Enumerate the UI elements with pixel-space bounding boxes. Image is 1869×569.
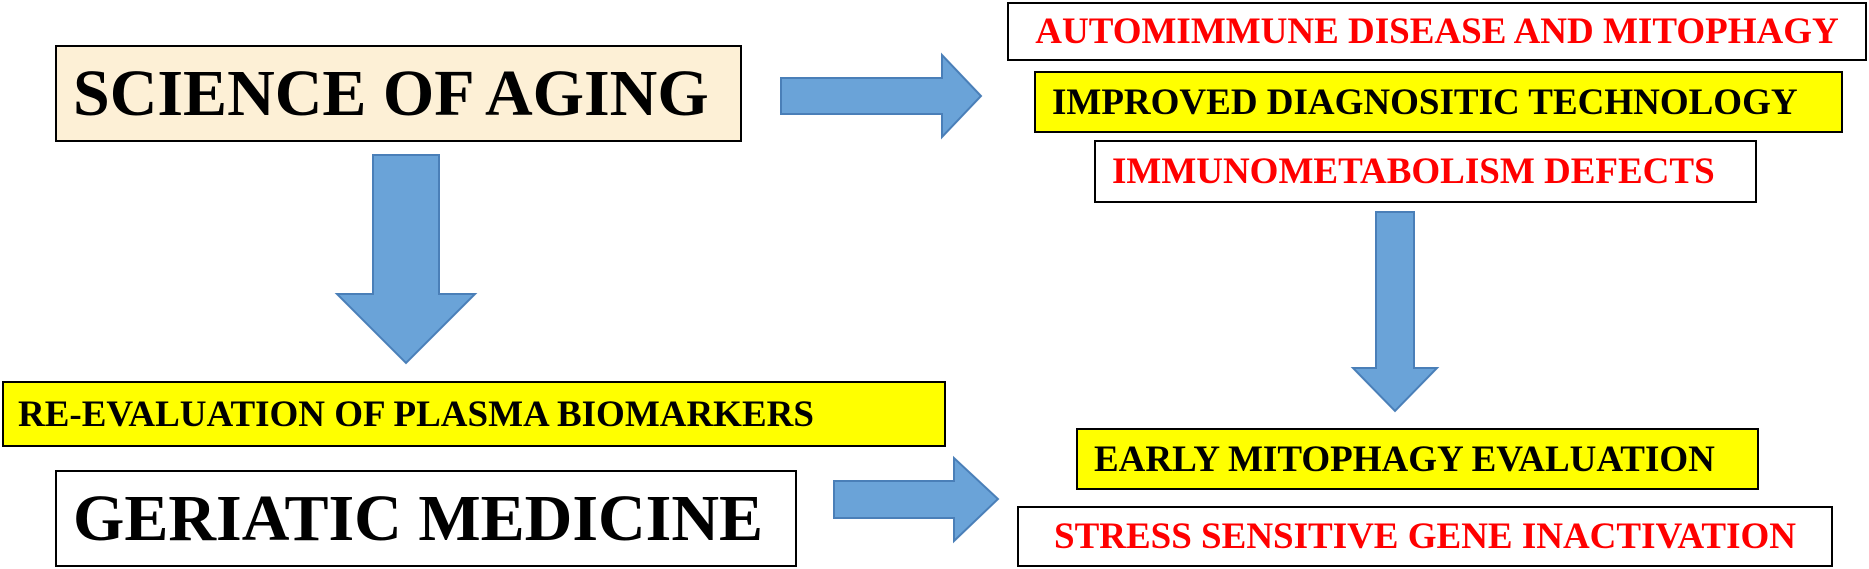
plasma-biomarkers-label: RE-EVALUATION OF PLASMA BIOMARKERS — [18, 393, 814, 435]
right-arrow-top — [780, 52, 983, 140]
down-arrow-left — [334, 154, 478, 365]
diagnostic-technology-label: IMPROVED DIAGNOSITIC TECHNOLOGY — [1052, 81, 1798, 123]
science-of-aging-box: SCIENCE OF AGING — [55, 45, 742, 142]
autoimmune-mitophagy-box: AUTOMIMMUNE DISEASE AND MITOPHAGY — [1007, 2, 1867, 61]
gene-inactivation-label: STRESS SENSITIVE GENE INACTIVATION — [1054, 516, 1796, 557]
immunometabolism-label: IMMUNOMETABOLISM DEFECTS — [1112, 151, 1715, 192]
plasma-biomarkers-box: RE-EVALUATION OF PLASMA BIOMARKERS — [2, 381, 946, 447]
diagnostic-technology-box: IMPROVED DIAGNOSITIC TECHNOLOGY — [1034, 71, 1843, 133]
right-arrow-bottom — [833, 455, 1000, 544]
autoimmune-mitophagy-label: AUTOMIMMUNE DISEASE AND MITOPHAGY — [1035, 11, 1839, 52]
science-of-aging-label: SCIENCE OF AGING — [73, 56, 709, 130]
geriatic-medicine-label: GERIATIC MEDICINE — [73, 481, 764, 555]
geriatic-medicine-box: GERIATIC MEDICINE — [55, 470, 797, 567]
immunometabolism-box: IMMUNOMETABOLISM DEFECTS — [1094, 140, 1757, 203]
mitophagy-evaluation-label: EARLY MITOPHAGY EVALUATION — [1094, 438, 1715, 480]
down-arrow-right — [1350, 211, 1440, 413]
gene-inactivation-box: STRESS SENSITIVE GENE INACTIVATION — [1017, 506, 1833, 567]
mitophagy-evaluation-box: EARLY MITOPHAGY EVALUATION — [1076, 428, 1759, 490]
